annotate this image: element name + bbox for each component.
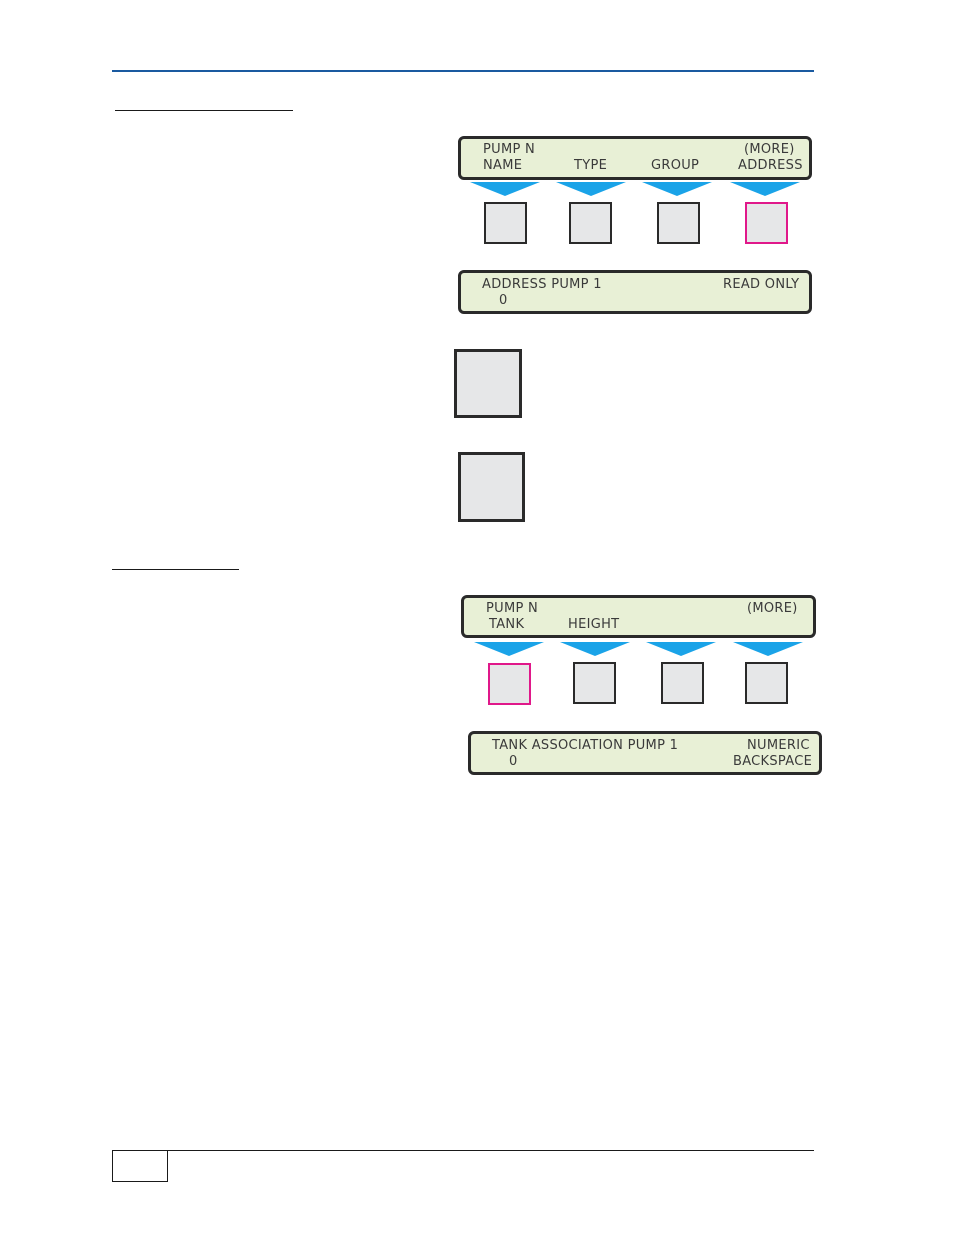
lcd-display-pump-menu: PUMP N (MORE) NAME TYPE GROUP ADDRESS	[458, 136, 812, 180]
softkey-arrow-icon	[470, 182, 540, 196]
lcd-title: ADDRESS PUMP 1	[482, 277, 602, 292]
softkey-label-height: HEIGHT	[568, 617, 620, 632]
softkey-arrow-icon	[730, 182, 800, 196]
softkey-arrow-icon	[556, 182, 626, 196]
keypad-button[interactable]	[458, 452, 525, 522]
softkey-3-button[interactable]	[657, 202, 700, 244]
softkey-label-name: NAME	[483, 158, 523, 173]
softkey-4-button[interactable]	[745, 662, 788, 704]
softkey-2-button[interactable]	[569, 202, 612, 244]
softkey-address-button[interactable]	[745, 202, 788, 244]
softkey-1-button[interactable]	[484, 202, 527, 244]
keypad-button[interactable]	[454, 349, 522, 418]
softkey-tank-button[interactable]	[488, 663, 531, 705]
lcd-display-pump-menu-more: PUMP N (MORE) TANK HEIGHT	[461, 595, 816, 638]
lcd-status: READ ONLY	[723, 277, 800, 292]
softkey-arrow-icon	[474, 642, 544, 656]
softkey-label-group: GROUP	[651, 158, 700, 173]
lcd-value: 0	[499, 293, 508, 308]
softkey-label-address: ADDRESS	[738, 158, 803, 173]
lcd-line1-left: PUMP N	[486, 601, 539, 616]
softkey-arrow-icon	[733, 642, 803, 656]
softkey-2-button[interactable]	[573, 662, 616, 704]
softkey-3-button[interactable]	[661, 662, 704, 704]
softkey-label-type: TYPE	[574, 158, 608, 173]
softkey-arrow-icon	[642, 182, 712, 196]
section-heading-underline	[115, 110, 293, 111]
softkey-arrow-icon	[646, 642, 716, 656]
lcd-line1-right: (MORE)	[744, 142, 795, 157]
lcd-display-address: ADDRESS PUMP 1 READ ONLY 0	[458, 270, 812, 314]
page-number-box	[112, 1150, 168, 1182]
lcd-right-top: NUMERIC	[747, 738, 810, 753]
header-rule	[112, 70, 814, 72]
lcd-line1-left: PUMP N	[483, 142, 536, 157]
softkey-arrow-icon	[560, 642, 630, 656]
lcd-line1-right: (MORE)	[747, 601, 798, 616]
lcd-title: TANK ASSOCIATION PUMP 1	[492, 738, 679, 753]
softkey-label-tank: TANK	[489, 617, 525, 632]
footer-rule	[112, 1150, 814, 1151]
section-heading-underline	[112, 569, 239, 570]
lcd-right-bottom: BACKSPACE	[733, 754, 813, 769]
lcd-value: 0	[509, 754, 518, 769]
lcd-display-tank-association: TANK ASSOCIATION PUMP 1 NUMERIC 0 BACKSP…	[468, 731, 822, 775]
